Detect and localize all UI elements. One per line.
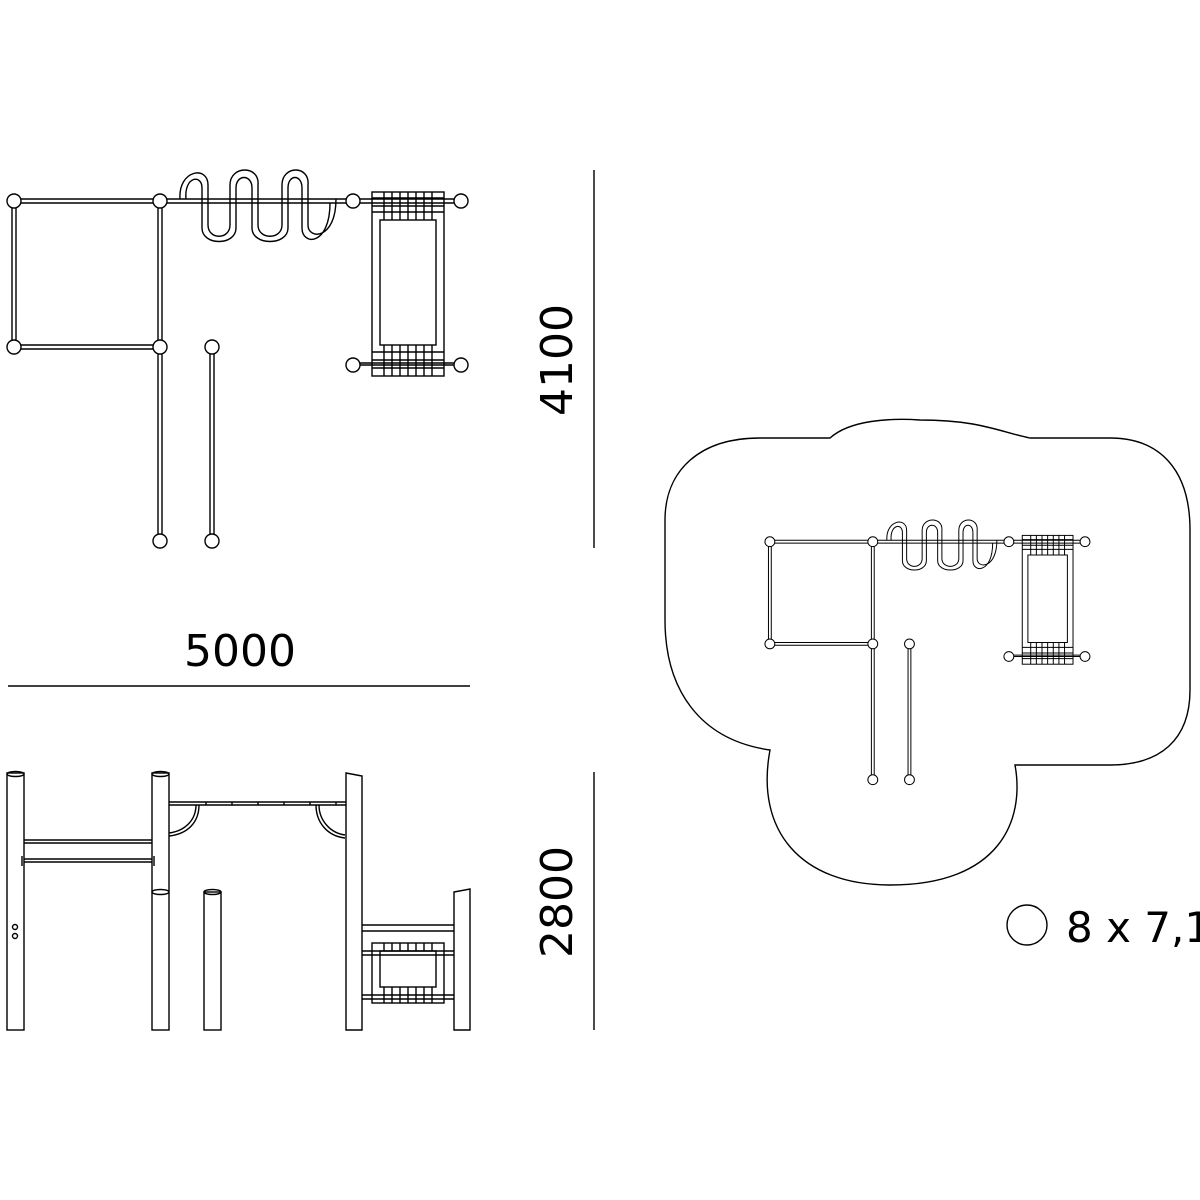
safety-area-plan	[664, 418, 1191, 886]
elevation-view	[6, 770, 471, 1031]
height-dimension: 2800	[532, 846, 583, 958]
depth-dimension: 4100	[532, 304, 583, 416]
plan-view	[6, 169, 469, 549]
width-dimension: 5000	[184, 626, 296, 677]
post-count-legend: 8 x 7,1	[1066, 903, 1200, 952]
post-circle-icon	[1006, 904, 1048, 946]
safety-area-outline	[664, 418, 1191, 886]
